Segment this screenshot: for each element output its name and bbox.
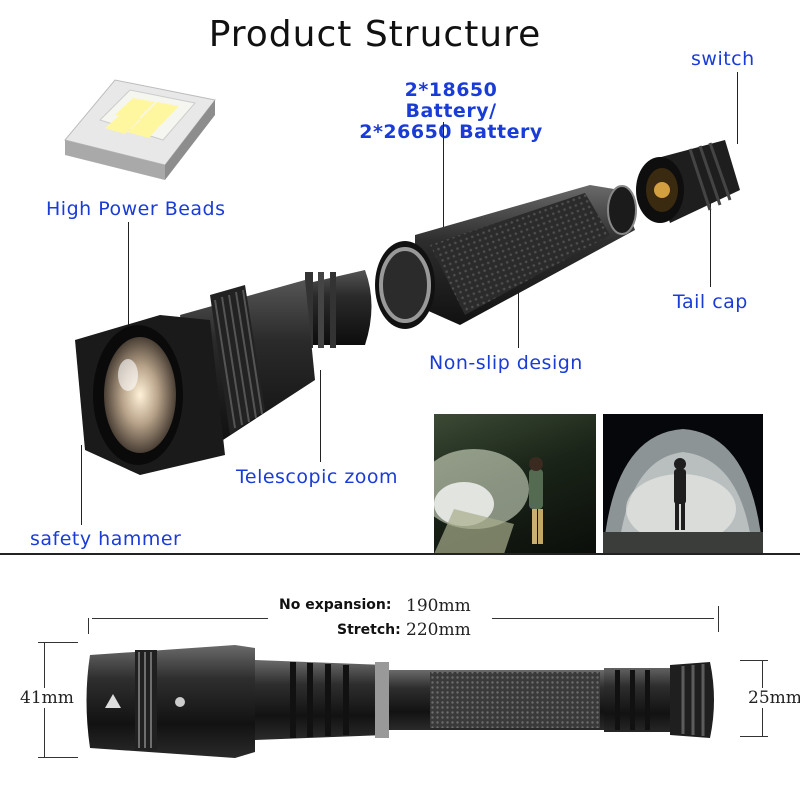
stretch-value: 220mm [406, 620, 471, 640]
leader-switch [737, 72, 738, 144]
leader-tail-cap [710, 195, 711, 287]
photo-forest-path [434, 414, 596, 554]
tail-diameter-tick-bottom [740, 736, 768, 737]
leader-zoom [320, 370, 321, 462]
label-high-power-beads: High Power Beads [46, 198, 226, 220]
label-battery: 2*18650 Battery/ 2*26650 Battery [356, 80, 546, 143]
dim-line-right [492, 618, 714, 619]
battery-tube-image [375, 185, 637, 329]
tail-diameter-tick-top [740, 660, 768, 661]
page-title: Product Structure [208, 14, 542, 55]
label-battery-line1: 2*18650 Battery/ [404, 79, 498, 122]
section-divider [0, 553, 800, 555]
leader-non-slip [518, 252, 519, 348]
label-safety-hammer: safety hammer [30, 528, 182, 550]
head-diameter: 41mm [20, 688, 74, 708]
no-expansion-label: No expansion: [279, 597, 392, 613]
leader-beads [128, 222, 129, 397]
head-diameter-tick-bottom [38, 757, 78, 758]
led-chip-image [64, 79, 216, 180]
head-diameter-tick-top [38, 642, 78, 643]
leader-hammer [81, 445, 82, 525]
label-non-slip: Non-slip design [429, 352, 583, 374]
label-telescopic-zoom: Telescopic zoom [236, 466, 399, 488]
photo-cave [603, 414, 763, 554]
flashlight-head-image [75, 270, 372, 475]
flashlight-assembled-image [86, 645, 714, 758]
dim-tick-left [88, 618, 89, 634]
tail-cap-image [636, 140, 740, 223]
dim-tick-right [718, 606, 719, 632]
label-battery-line2: 2*26650 Battery [359, 121, 543, 143]
stretch-label: Stretch: [337, 622, 401, 638]
no-expansion-value: 190mm [406, 596, 471, 616]
label-switch: switch [691, 48, 755, 70]
leader-battery [443, 122, 444, 240]
label-tail-cap: Tail cap [673, 291, 748, 313]
dim-line-left [92, 618, 268, 619]
tail-diameter: 25mm [748, 688, 800, 708]
